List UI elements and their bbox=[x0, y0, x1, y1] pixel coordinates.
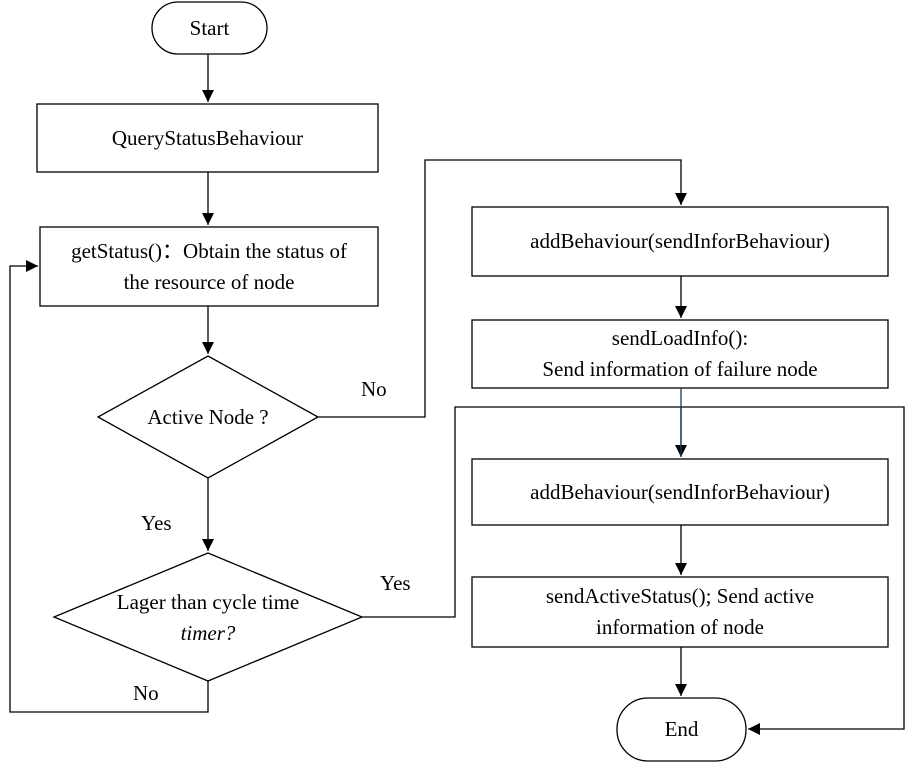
add-behaviour-text-1: addBehaviour(sendInforBehaviour) bbox=[530, 229, 830, 253]
edge-sendload-to-end bbox=[681, 406, 905, 735]
end-label: End bbox=[617, 698, 746, 761]
add-behaviour-label-2: addBehaviour(sendInforBehaviour) bbox=[472, 459, 888, 525]
send-load-info-line1: sendLoadInfo(): bbox=[611, 326, 749, 350]
end-text: End bbox=[664, 717, 699, 741]
edge-active-no-to-addbehaviour bbox=[318, 159, 687, 418]
query-status-label: QueryStatusBehaviour bbox=[37, 104, 378, 172]
query-status-text: QueryStatusBehaviour bbox=[111, 125, 304, 150]
get-status-label: getStatus()：Obtain the status of the res… bbox=[40, 227, 378, 306]
get-status-line1: getStatus()：Obtain the status of bbox=[71, 238, 347, 263]
edge-cycle-no-loop bbox=[9, 260, 209, 713]
cycle-no-label: No bbox=[133, 681, 159, 705]
cycle-time-line1: Lager than cycle time bbox=[116, 590, 300, 614]
add-behaviour-text-2: addBehaviour(sendInforBehaviour) bbox=[530, 479, 830, 504]
send-active-status-label: sendActiveStatus(); Send active informat… bbox=[472, 577, 888, 647]
add-behaviour-box-1 bbox=[471, 206, 889, 277]
cycle-time-line2: timer? bbox=[180, 621, 236, 645]
start-terminal bbox=[151, 1, 268, 55]
active-node-label: Active Node ? bbox=[98, 396, 318, 438]
cycle-time-label: Lager than cycle time timer? bbox=[54, 587, 362, 649]
cycle-yes-label: Yes bbox=[380, 571, 411, 595]
send-load-info-label: sendLoadInfo(): Send information of fail… bbox=[472, 320, 888, 388]
start-label: Start bbox=[152, 2, 267, 54]
active-yes-label: Yes bbox=[141, 511, 172, 535]
active-no-label: No bbox=[361, 377, 387, 401]
get-status-box bbox=[39, 226, 379, 307]
send-load-info-line2: Send information of failure node bbox=[542, 357, 818, 381]
add-behaviour-label-1: addBehaviour(sendInforBehaviour) bbox=[472, 207, 888, 276]
send-active-status-line1: sendActiveStatus(); Send active bbox=[545, 584, 815, 608]
send-active-status-box bbox=[471, 576, 889, 648]
active-node-text: Active Node ? bbox=[147, 404, 269, 429]
end-terminal bbox=[616, 697, 747, 762]
send-load-info-box bbox=[471, 319, 889, 389]
query-status-box bbox=[36, 103, 379, 173]
get-status-line2: the resource of node bbox=[123, 269, 295, 294]
send-active-status-line2: information of node bbox=[596, 615, 764, 639]
start-text: Start bbox=[189, 15, 230, 40]
add-behaviour-box-2 bbox=[471, 458, 889, 526]
